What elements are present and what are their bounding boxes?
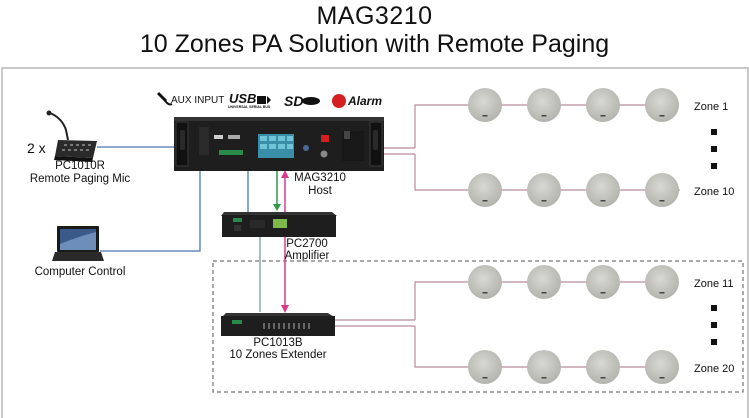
diagram-frame	[1, 67, 749, 418]
speaker-indicator	[482, 115, 488, 117]
speaker-indicator	[659, 377, 665, 379]
ceiling-speaker-icon	[527, 88, 561, 122]
extender-description-label: 10 Zones Extender	[229, 349, 327, 361]
speaker-indicator	[541, 115, 547, 117]
speaker-indicator	[659, 292, 665, 294]
ceiling-speaker-icon	[645, 265, 679, 299]
host-model-label: MAG3210	[294, 172, 346, 184]
ceiling-speaker-icon	[645, 173, 679, 207]
arrow-up-icon	[281, 170, 289, 178]
ellipsis-dot	[711, 305, 717, 311]
ceiling-speaker-icon	[645, 88, 679, 122]
arrow-down-icon	[273, 204, 281, 211]
extender-model-label: PC1013B	[253, 337, 303, 349]
remote-paging-mic-device	[46, 110, 97, 162]
mic-quantity: 2 x	[27, 140, 46, 156]
usb-logo-subtext: UNIVERSAL SERIAL BUS	[228, 105, 271, 109]
ceiling-speaker-icon	[527, 350, 561, 384]
speaker-indicator	[600, 115, 606, 117]
ceiling-speaker-icon	[468, 173, 502, 207]
sd-icon	[302, 97, 320, 105]
speaker-indicator	[600, 200, 606, 202]
ceiling-speaker-icon	[645, 350, 679, 384]
speaker-indicator	[600, 377, 606, 379]
ellipsis-dot	[711, 339, 717, 345]
ceiling-speaker-icon	[586, 173, 620, 207]
zone-label-last-group2: Zone 20	[694, 363, 735, 375]
speaker-indicator	[541, 200, 547, 202]
speaker-indicator	[482, 377, 488, 379]
sd-logo: SD	[284, 93, 304, 109]
pc1013b-extender-device	[221, 313, 335, 336]
computer-control-label: Computer Control	[34, 266, 126, 278]
ceiling-speaker-icon	[468, 265, 502, 299]
ceiling-speaker-icon	[527, 265, 561, 299]
speaker-indicator	[600, 292, 606, 294]
mic-model-label: PC1010R	[55, 160, 105, 172]
ellipsis-dot	[711, 322, 717, 328]
mic-description-label: Remote Paging Mic	[29, 173, 131, 185]
ceiling-speaker-icon	[468, 350, 502, 384]
speaker-indicator	[482, 292, 488, 294]
aux-input-logo: AUX INPUT	[171, 95, 225, 106]
ceiling-speaker-icon	[527, 173, 561, 207]
pc2700-amplifier-device	[221, 212, 337, 237]
zone-label-first-group1: Zone 1	[694, 101, 729, 113]
usb-icon	[257, 96, 271, 104]
alarm-logo: Alarm	[348, 94, 383, 108]
diagram-title: MAG3210	[316, 2, 433, 30]
ceiling-speaker-icon	[586, 350, 620, 384]
ceiling-speaker-icon	[586, 265, 620, 299]
ellipsis-dot	[711, 163, 717, 169]
mag3210-host-device	[174, 117, 384, 171]
amplifier-model-label: PC2700	[286, 238, 328, 250]
computer-to-host-line	[100, 170, 201, 252]
amplifier-description-label: Amplifier	[284, 250, 330, 262]
usb-logo: USB	[229, 91, 257, 106]
arrow-down-icon	[281, 305, 289, 313]
speaker-indicator	[482, 200, 488, 202]
zone-label-last-group1: Zone 10	[694, 186, 735, 198]
diagram-subtitle: 10 Zones PA Solution with Remote Paging	[139, 30, 610, 58]
zone-wiring-group2	[335, 281, 665, 368]
ceiling-speaker-icon	[586, 88, 620, 122]
zone-label-first-group2: Zone 11	[694, 278, 734, 290]
zone-wiring-group1	[383, 104, 680, 191]
speaker-indicator	[659, 115, 665, 117]
host-description-label: Host	[308, 185, 332, 197]
aux-cable-icon	[156, 91, 173, 106]
alarm-icon	[332, 94, 346, 108]
extension-dashed-box	[212, 260, 744, 393]
ellipsis-dot	[711, 129, 717, 135]
laptop-computer-device	[52, 226, 104, 261]
speaker-indicator	[541, 377, 547, 379]
speaker-indicator	[541, 292, 547, 294]
speaker-indicator	[659, 200, 665, 202]
ceiling-speaker-icon	[468, 88, 502, 122]
ellipsis-dot	[711, 146, 717, 152]
